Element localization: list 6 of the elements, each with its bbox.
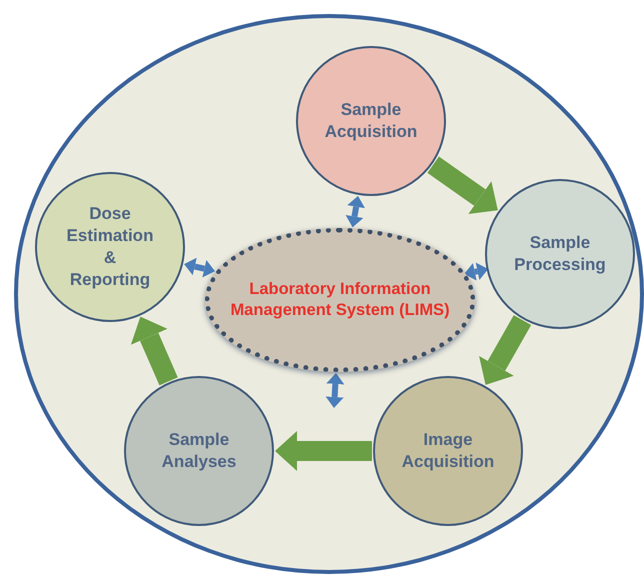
- node-label: Image Acquisition: [400, 428, 496, 473]
- node-label: Sample Analyses: [160, 428, 238, 473]
- node-label: Dose Estimation & Reporting: [66, 202, 154, 292]
- node-label: Laboratory Information Management System (LIMS): [229, 278, 451, 321]
- node-label: Sample Acquisition: [324, 98, 418, 143]
- node-label: Sample Processing: [513, 232, 607, 276]
